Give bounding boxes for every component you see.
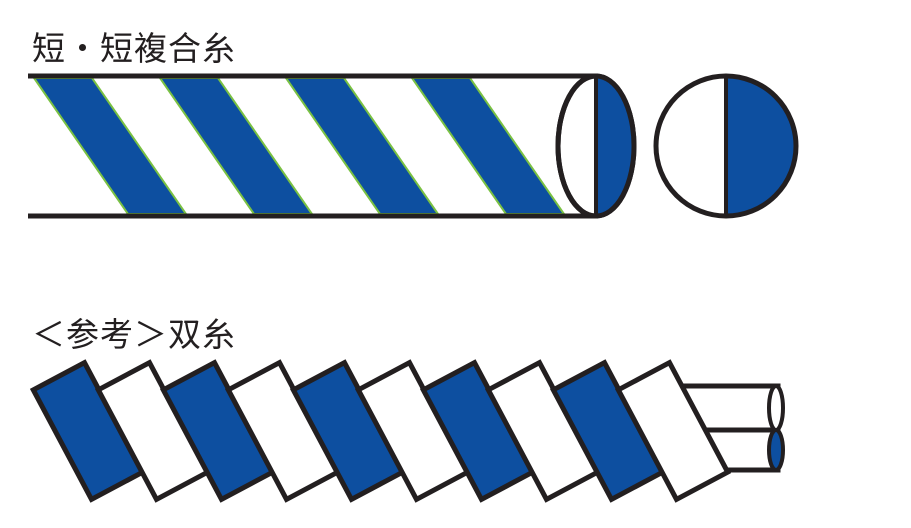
short-composite-yarn-title: 短・短複合糸 bbox=[32, 29, 236, 68]
white-strand-segment bbox=[614, 359, 732, 503]
blue-stripe bbox=[410, 77, 566, 215]
blue-stripe bbox=[158, 77, 314, 215]
yarn-end-ellipse bbox=[555, 73, 637, 219]
wrapped-yarn-stripes bbox=[32, 77, 566, 215]
two-ply-twist-segments bbox=[29, 359, 732, 503]
blue-stripe bbox=[32, 77, 188, 215]
yarn-cross-section-icon bbox=[653, 73, 799, 219]
two-ply-yarn-title: ＜参考＞双糸 bbox=[32, 315, 236, 354]
blue-stripe bbox=[284, 77, 440, 215]
